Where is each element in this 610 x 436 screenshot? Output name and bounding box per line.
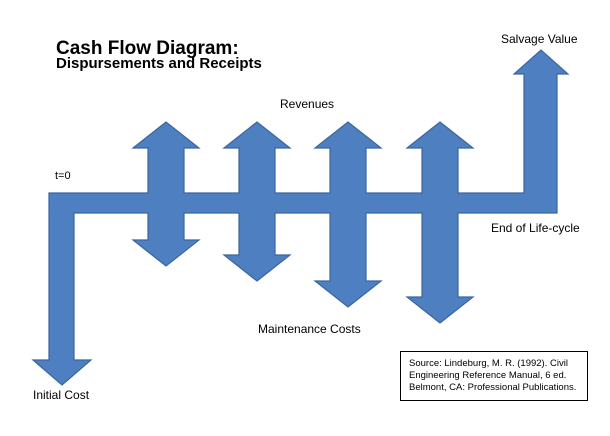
diagram-title: Cash Flow Diagram: — [56, 38, 239, 59]
end-of-life-cycle-label: End of Life-cycle — [491, 221, 580, 235]
source-line: Engineering Reference Manual, 6 ed. — [409, 370, 567, 381]
diagram-subtitle: Dispursements and Receipts — [56, 55, 262, 72]
source-line: Source: Lindeburg, M. R. (1992). Civil — [409, 358, 568, 369]
source-citation-box: Source: Lindeburg, M. R. (1992). Civil E… — [400, 351, 588, 401]
t0-label: t=0 — [55, 170, 71, 182]
cash-flow-shape — [31, 49, 570, 386]
maintenance-costs-label: Maintenance Costs — [258, 322, 361, 336]
revenues-label: Revenues — [280, 97, 335, 111]
salvage-value-label: Salvage Value — [501, 32, 578, 46]
source-line: Belmont, CA: Professional Publications. — [409, 382, 577, 393]
initial-cost-label: Initial Cost — [33, 388, 90, 402]
